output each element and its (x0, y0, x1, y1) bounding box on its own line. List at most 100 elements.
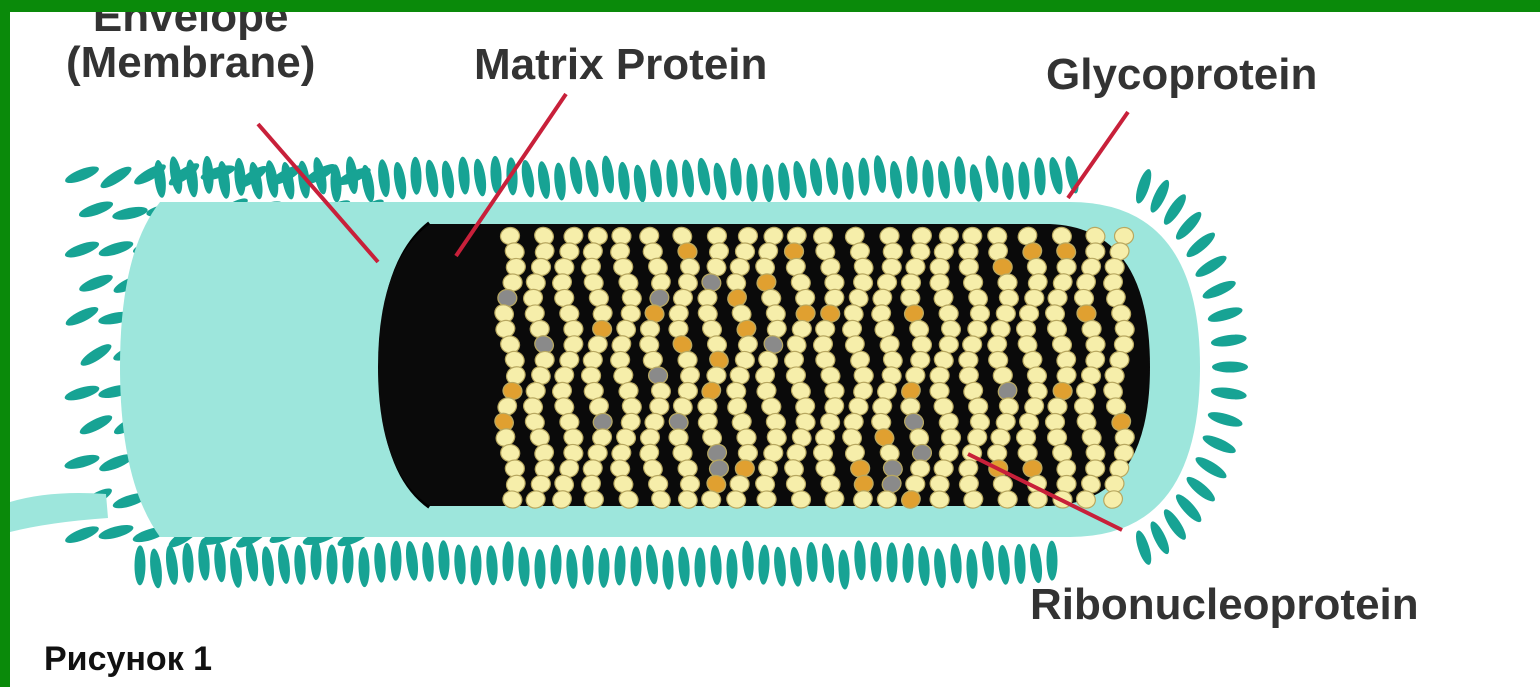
glycoprotein-spike (630, 546, 641, 586)
glycoprotein-spike (293, 544, 307, 585)
glycoprotein-spike (777, 162, 792, 201)
glycoprotein-spike (921, 159, 934, 198)
nucleoprotein-bead (900, 397, 920, 415)
nucleoprotein-bead (784, 243, 803, 260)
glycoprotein-spike (111, 204, 148, 222)
nucleoprotein-bead (825, 382, 844, 399)
nucleoprotein-bead (640, 320, 660, 338)
glycoprotein-spike (77, 412, 114, 438)
nucleoprotein-bead (505, 460, 524, 478)
glycoprotein-spike (565, 549, 579, 590)
glycoprotein-spike (63, 238, 101, 260)
glycoprotein-spike (517, 546, 530, 587)
glycoprotein-spike (472, 158, 488, 197)
glycoprotein-spike (761, 164, 774, 203)
glycoprotein-spike (373, 542, 387, 583)
glycoprotein-spike (680, 159, 696, 198)
glycoprotein-spike (788, 546, 803, 587)
nucleoprotein-bead (531, 258, 550, 275)
nucleoprotein-bead (941, 429, 960, 446)
glycoprotein-spike (181, 543, 194, 584)
nucleoprotein-bead (1114, 336, 1133, 353)
glycoprotein-spike (392, 161, 409, 200)
nucleoprotein-bead (707, 367, 727, 385)
glycoprotein-spike (870, 542, 882, 582)
glycoprotein-spike (617, 161, 632, 200)
nucleoprotein-bead (988, 444, 1007, 461)
glycoprotein-spike (726, 549, 738, 589)
glycoprotein-spike (997, 544, 1012, 585)
glycoprotein-spike (853, 540, 867, 581)
nucleoprotein-bead (737, 429, 757, 447)
glycoprotein-spike (1183, 473, 1218, 505)
glycoprotein-spike (917, 546, 931, 587)
nucleoprotein-bead (930, 382, 949, 399)
glycoprotein-spike (404, 540, 420, 581)
glycoprotein-spike (983, 155, 1001, 194)
glycoprotein-spike (98, 163, 134, 192)
glycoprotein-spike (1193, 453, 1229, 481)
glycoprotein-spike (820, 543, 836, 584)
glycoprotein-spike (423, 159, 440, 198)
glycoprotein-spike (583, 159, 601, 198)
glycoprotein-spike (1212, 362, 1248, 373)
ribonucleoprotein-label: Ribonucleoprotein (1030, 582, 1419, 628)
glycoprotein-spike (276, 544, 292, 585)
glycoprotein-spike (457, 156, 471, 195)
glycoprotein-spike (534, 549, 546, 589)
glycoprotein-spike (872, 154, 888, 193)
glycoprotein-spike (806, 542, 819, 582)
nucleoprotein-bead (1076, 304, 1096, 322)
glycoprotein-spike (134, 545, 145, 585)
nucleoprotein-bead (1025, 289, 1044, 306)
glycoprotein-spike (63, 452, 101, 472)
nucleoprotein-bead (786, 475, 806, 493)
glycoprotein-spike (97, 522, 135, 542)
glycoprotein-spike (949, 543, 963, 584)
glycoprotein-spike (677, 546, 691, 587)
glycoprotein-spike (665, 159, 678, 198)
glycoprotein-spike (453, 544, 467, 585)
glycoprotein-spike (485, 545, 499, 586)
nucleoprotein-bead (1020, 305, 1039, 322)
glycoprotein-spike (148, 548, 163, 589)
glycoprotein-spike (1046, 541, 1057, 581)
glycoprotein-spike (550, 544, 562, 584)
glycoprotein-spike (932, 548, 947, 589)
glycoprotein-spike (77, 271, 115, 295)
nucleoprotein-bead (962, 335, 982, 353)
nucleoprotein-bead (959, 243, 978, 260)
glycoprotein-spike (967, 163, 984, 202)
glycoprotein-spike (886, 542, 897, 582)
glycoprotein-spike (376, 159, 391, 198)
glycoprotein-spike (78, 341, 114, 370)
glycoprotein-spike (1133, 167, 1155, 205)
glycoprotein-spike (582, 545, 594, 585)
glycoprotein-spike (966, 549, 979, 589)
nucleoprotein-bead (503, 273, 523, 291)
glycoprotein-spike (1028, 543, 1044, 584)
nucleoprotein-bead (649, 398, 669, 416)
glycoprotein-spike (1206, 304, 1244, 324)
nucleoprotein-bead (1047, 429, 1067, 447)
glycoprotein-pointer (1068, 112, 1128, 198)
glycoprotein-spike (519, 159, 536, 198)
glycoprotein-spike (648, 159, 664, 198)
glycoprotein-spike (1017, 161, 1030, 200)
glycoprotein-spike (63, 523, 101, 546)
glycoprotein-spike (553, 162, 568, 201)
glycoprotein-spike (902, 543, 914, 583)
nucleoprotein-bead (560, 243, 579, 260)
glycoprotein-spike (711, 162, 729, 201)
glycoprotein-spike (662, 550, 675, 590)
glycoprotein-spike (953, 156, 967, 195)
glycoprotein-spike (1193, 252, 1229, 280)
nucleoprotein-bead (1016, 429, 1036, 447)
glycoprotein-spike (598, 548, 610, 588)
nucleoprotein-bead (998, 274, 1017, 292)
glycoprotein-spike (63, 163, 101, 186)
nucleoprotein-bead (678, 460, 697, 477)
glycoprotein-spike (502, 541, 514, 581)
nucleoprotein-bead (678, 382, 697, 399)
nucleoprotein-bead (581, 366, 601, 384)
